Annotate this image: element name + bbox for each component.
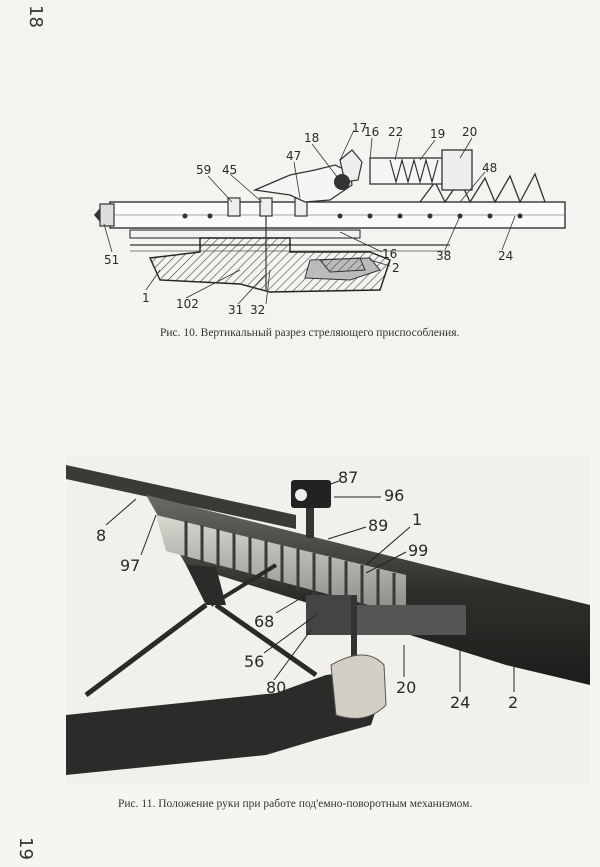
fig11-label: 68 — [254, 612, 274, 631]
figure-11-caption: Рис. 11. Положение руки при работе под'е… — [118, 798, 473, 810]
figure-10-cross-section-drawing: 17 18 16 22 19 20 47 59 45 48 51 16 2 38… — [94, 121, 566, 317]
fig10-label: 102 — [176, 297, 199, 311]
fig10-label: 31 — [228, 303, 243, 317]
fig11-label: 1 — [412, 510, 422, 529]
fig11-label: 97 — [120, 556, 140, 575]
figure-11-photo: 87 96 89 1 99 8 97 68 56 80 20 24 2 — [66, 455, 590, 785]
fig11-label: 87 — [338, 468, 358, 487]
fig10-label: 32 — [250, 303, 265, 317]
fig11-label: 96 — [384, 486, 404, 505]
fig11-label: 8 — [96, 526, 106, 545]
fig10-label: 19 — [430, 127, 445, 141]
figure-10-caption: Рис. 10. Вертикальный разрез стреляющего… — [160, 327, 460, 339]
fig10-label: 16 — [364, 125, 379, 139]
fig10-label: 2 — [392, 261, 400, 275]
fig10-label: 51 — [104, 253, 119, 267]
fig10-label: 48 — [482, 161, 497, 175]
fig10-label: 47 — [286, 149, 301, 163]
fig10-label: 20 — [462, 125, 477, 139]
page-18: 18 — [0, 0, 600, 430]
page-number-bottom: 19 — [14, 837, 36, 860]
fig10-label: 59 — [196, 163, 211, 177]
fig10-label: 17 — [352, 121, 367, 135]
fig11-label: 89 — [368, 516, 388, 535]
fig11-label: 99 — [408, 541, 428, 560]
fig11-label: 80 — [266, 678, 286, 697]
fig10-label: 1 — [142, 291, 150, 305]
fig10-label: 45 — [222, 163, 237, 177]
fig10-label: 22 — [388, 125, 403, 139]
fig11-label: 2 — [508, 693, 518, 712]
fig11-label: 20 — [396, 678, 416, 697]
page-19: 87 96 89 1 99 8 97 68 56 80 20 24 2 Рис.… — [0, 428, 600, 867]
fig11-label: 56 — [244, 652, 264, 671]
page-number-top: 18 — [24, 5, 46, 28]
fig10-label: 16 — [382, 247, 397, 261]
fig10-label: 38 — [436, 249, 451, 263]
fig10-label: 24 — [498, 249, 513, 263]
fig10-label: 18 — [304, 131, 319, 145]
fig11-label: 24 — [450, 693, 470, 712]
